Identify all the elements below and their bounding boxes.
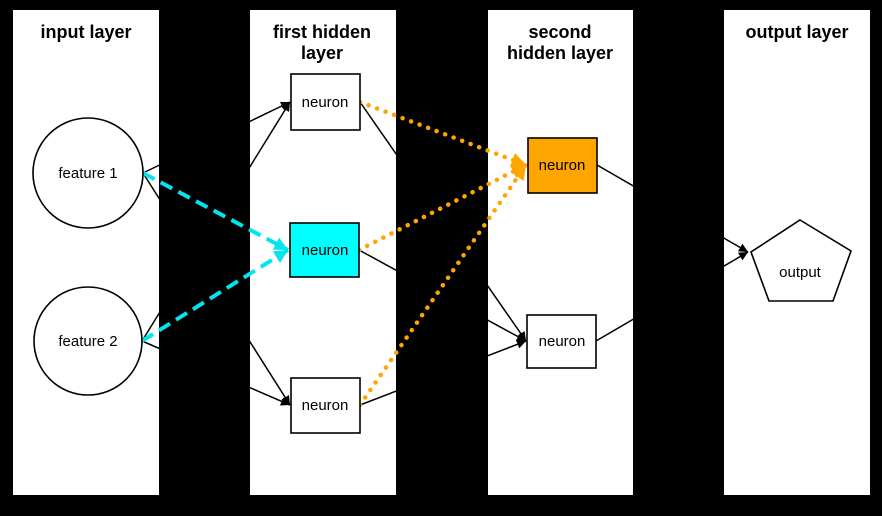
layer-title-input: input layer [40,22,131,42]
node-hidden2-top [527,137,598,194]
edge-feature1-hidden1-top [142,101,291,174]
node-label-hidden1-middle: neuron [302,242,349,259]
node-label-hidden1-top: neuron [302,94,349,111]
node-feature-1 [32,117,144,229]
node-hidden2-bottom [526,314,597,369]
layer-title-first-hidden-line2: layer [301,43,343,63]
layer-title-output: output layer [745,22,848,42]
node-label-output: output [779,264,822,281]
edge-hidden2-bottom-output [595,251,749,342]
layer-title-second-hidden-line1: second [528,22,591,42]
node-output [750,219,852,302]
node-label-feature-2: feature 2 [58,333,117,350]
edge-hidden2-top-output [596,164,749,253]
edge-hidden1-bottom-hidden2-bottom [359,340,527,406]
orange-edge-group [356,99,529,408]
node-hidden1-top [290,73,361,131]
node-hidden1-middle [289,222,360,278]
edge-hidden1-top-hidden2-top [357,99,529,168]
node-label-feature-1: feature 1 [58,165,117,182]
edge-feature2-hidden1-bottom [141,340,291,406]
edge-feature2-hidden1-middle [140,248,290,343]
edge-hidden1-middle-hidden2-top [356,162,529,253]
black-edge-group [141,101,749,406]
edge-feature2-hidden1-top [141,101,291,342]
panel-input-layer [13,10,159,495]
panel-second-hidden-layer [488,10,633,495]
edge-feature1-hidden1-bottom [142,172,291,406]
edge-feature1-hidden1-middle [142,171,289,252]
node-feature-2 [33,286,143,396]
edge-hidden1-bottom-hidden2-top [357,162,529,408]
node-label-hidden2-bottom: neuron [539,333,586,350]
edge-hidden1-middle-hidden2-bottom [358,249,527,342]
edge-hidden1-top-hidden2-bottom [359,101,527,342]
cyan-edge-group [140,171,290,343]
layer-title-first-hidden-line1: first hidden [273,22,371,42]
node-hidden1-bottom [290,377,361,434]
node-label-hidden2-top: neuron [539,157,586,174]
layer-title-second-hidden-line2: hidden layer [507,43,613,63]
node-label-hidden1-bottom: neuron [302,397,349,414]
